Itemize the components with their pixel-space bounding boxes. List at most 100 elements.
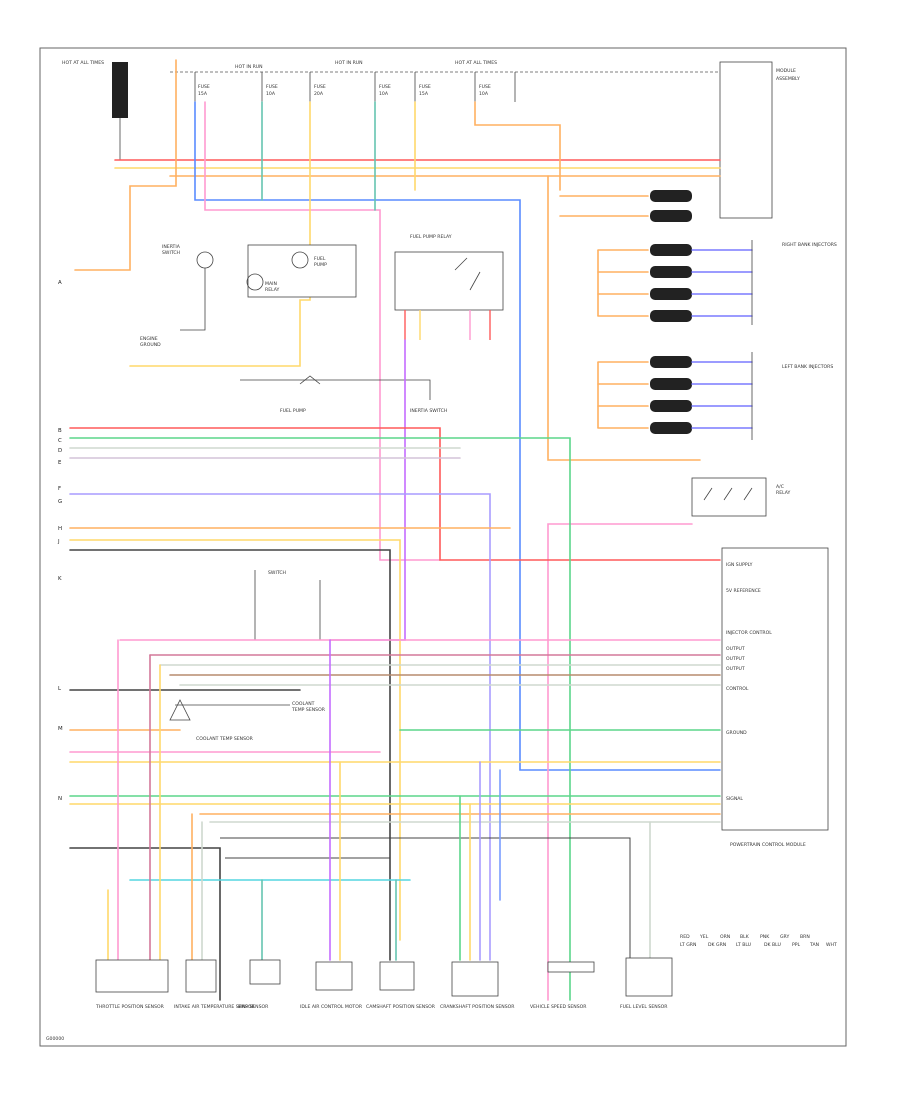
svg-text:10A: 10A (266, 91, 276, 97)
svg-text:RELAY: RELAY (776, 490, 791, 496)
svg-text:ENGINE: ENGINE (140, 336, 158, 342)
svg-text:N: N (58, 796, 62, 802)
map-label: MAP SENSOR (238, 1004, 269, 1010)
svg-text:FUSE: FUSE (198, 84, 210, 90)
iat-box (185, 959, 217, 993)
svg-text:TAN: TAN (809, 942, 819, 948)
svg-text:RED: RED (680, 934, 690, 940)
svg-text:DK BLU: DK BLU (764, 942, 781, 948)
cmp-label: CAMSHAFT POSITION SENSOR (366, 1004, 436, 1010)
fuel-pump-relay-label: FUEL PUMP RELAY (410, 234, 452, 240)
svg-text:FUEL: FUEL (314, 256, 326, 262)
svg-text:PNK: PNK (760, 934, 770, 940)
svg-text:CONTROL: CONTROL (726, 686, 749, 692)
left-connector-letters: A B C D E F G H J K L M N (57, 280, 63, 802)
svg-text:RELAY: RELAY (265, 287, 280, 293)
svg-text:A: A (58, 280, 62, 286)
svg-text:D: D (58, 448, 62, 454)
wire-purple-1 (329, 339, 406, 641)
fuel-pump: FUEL PUMP INERTIA SWITCH (240, 339, 447, 641)
svg-text:TEMP SENSOR: TEMP SENSOR (291, 707, 326, 713)
top-bus-label-1: HOT IN RUN (235, 64, 263, 70)
svg-text:B: B (58, 428, 62, 434)
svg-text:20A: 20A (314, 91, 324, 97)
top-bus-label-2: HOT IN RUN (335, 60, 363, 66)
svg-text:ASSEMBLY: ASSEMBLY (776, 76, 800, 82)
svg-text:COOLANT: COOLANT (292, 701, 315, 707)
ckp-label: CRANKSHAFT POSITION SENSOR (440, 1004, 515, 1010)
svg-text:SIGNAL: SIGNAL (726, 796, 743, 802)
right-relay-box (691, 477, 767, 517)
left-bank-label: LEFT BANK INJECTORS (782, 364, 833, 370)
svg-text:SWITCH: SWITCH (162, 250, 180, 256)
diagram-frame (39, 47, 847, 1047)
top-left-power-label: HOT AT ALL TIMES (62, 60, 104, 66)
svg-text:LT GRN: LT GRN (680, 942, 696, 948)
cmp-box (379, 961, 415, 991)
svg-text:ORN: ORN (720, 934, 730, 940)
fuse-block (112, 62, 128, 160)
svg-text:IGN SUPPLY: IGN SUPPLY (726, 562, 753, 568)
vss-label: VEHICLE SPEED SENSOR (530, 1004, 587, 1010)
svg-text:C: C (58, 438, 62, 444)
map-box (249, 959, 281, 985)
svg-text:OUTPUT: OUTPUT (726, 666, 745, 672)
fuel-pump-relay: FUEL PUMP RELAY (394, 234, 504, 340)
iac-box (315, 961, 353, 991)
right-bank-label: RIGHT BANK INJECTORS (782, 242, 837, 248)
ckp-box (451, 961, 499, 997)
pcm-title: POWERTRAIN CONTROL MODULE (730, 842, 806, 848)
svg-text:15A: 15A (419, 91, 429, 97)
svg-text:K: K (58, 576, 62, 582)
svg-text:LT BLU: LT BLU (736, 942, 751, 948)
svg-text:FUSE: FUSE (266, 84, 278, 90)
bottom-components: THROTTLE POSITION SENSOR INTAKE AIR TEMP… (95, 957, 673, 1010)
svg-text:FUSE: FUSE (379, 84, 391, 90)
pcm-box (721, 547, 829, 831)
svg-text:INJECTOR CONTROL: INJECTOR CONTROL (726, 630, 772, 636)
svg-text:FUSE: FUSE (479, 84, 491, 90)
svg-text:GROUND: GROUND (140, 342, 161, 348)
ground-bus (220, 837, 631, 960)
main-relay-box (247, 244, 357, 298)
fuel-pump-label: FUEL PUMP (280, 408, 306, 414)
wire-color-codes: RED YEL ORN BLK PNK GRY BRN LT GRN DK GR… (680, 934, 837, 948)
svg-text:GROUND: GROUND (726, 730, 747, 736)
pressure-switch: SWITCH (254, 570, 321, 641)
svg-text:YEL: YEL (699, 934, 709, 940)
svg-text:BLK: BLK (740, 934, 750, 940)
svg-text:E: E (58, 460, 62, 466)
fuel-level-box (625, 957, 673, 997)
fuel-level-label: FUEL LEVEL SENSOR (620, 1004, 668, 1010)
top-right-module (719, 61, 773, 219)
svg-text:FUSE: FUSE (419, 84, 431, 90)
svg-text:F: F (58, 486, 61, 492)
svg-text:INERTIA SWITCH: INERTIA SWITCH (410, 408, 447, 414)
svg-text:OUTPUT: OUTPUT (726, 646, 745, 652)
svg-text:M: M (58, 726, 63, 732)
iat-label: INTAKE AIR TEMPERATURE SENSOR (174, 1004, 256, 1010)
pcm-module: POWERTRAIN CONTROL MODULE IGN SUPPLY 5V … (721, 547, 829, 848)
wire-lavender (69, 493, 491, 961)
wire-orange-2 (474, 101, 561, 191)
wire-black-mid (69, 549, 391, 961)
svg-text:H: H (58, 526, 62, 532)
wire-black-low (69, 847, 221, 1001)
svg-text:DK GRN: DK GRN (708, 942, 726, 948)
svg-text:L: L (58, 686, 61, 692)
svg-text:FUSE: FUSE (314, 84, 326, 90)
wire-orange-vertical (74, 59, 177, 271)
svg-text:10A: 10A (479, 91, 489, 97)
svg-text:OUTPUT: OUTPUT (726, 656, 745, 662)
fuse-stubs (194, 72, 516, 102)
svg-text:J: J (57, 539, 60, 545)
iac-label: IDLE AIR CONTROL MOTOR (300, 1004, 363, 1010)
tps-label: THROTTLE POSITION SENSOR (95, 1004, 165, 1010)
wire-yellow-drop (129, 101, 311, 367)
svg-text:INERTIA: INERTIA (162, 244, 181, 250)
top-bus-label-3: HOT AT ALL TIMES (455, 60, 497, 66)
svg-text:G: G (58, 499, 62, 505)
wire-green-mid (69, 437, 571, 1001)
